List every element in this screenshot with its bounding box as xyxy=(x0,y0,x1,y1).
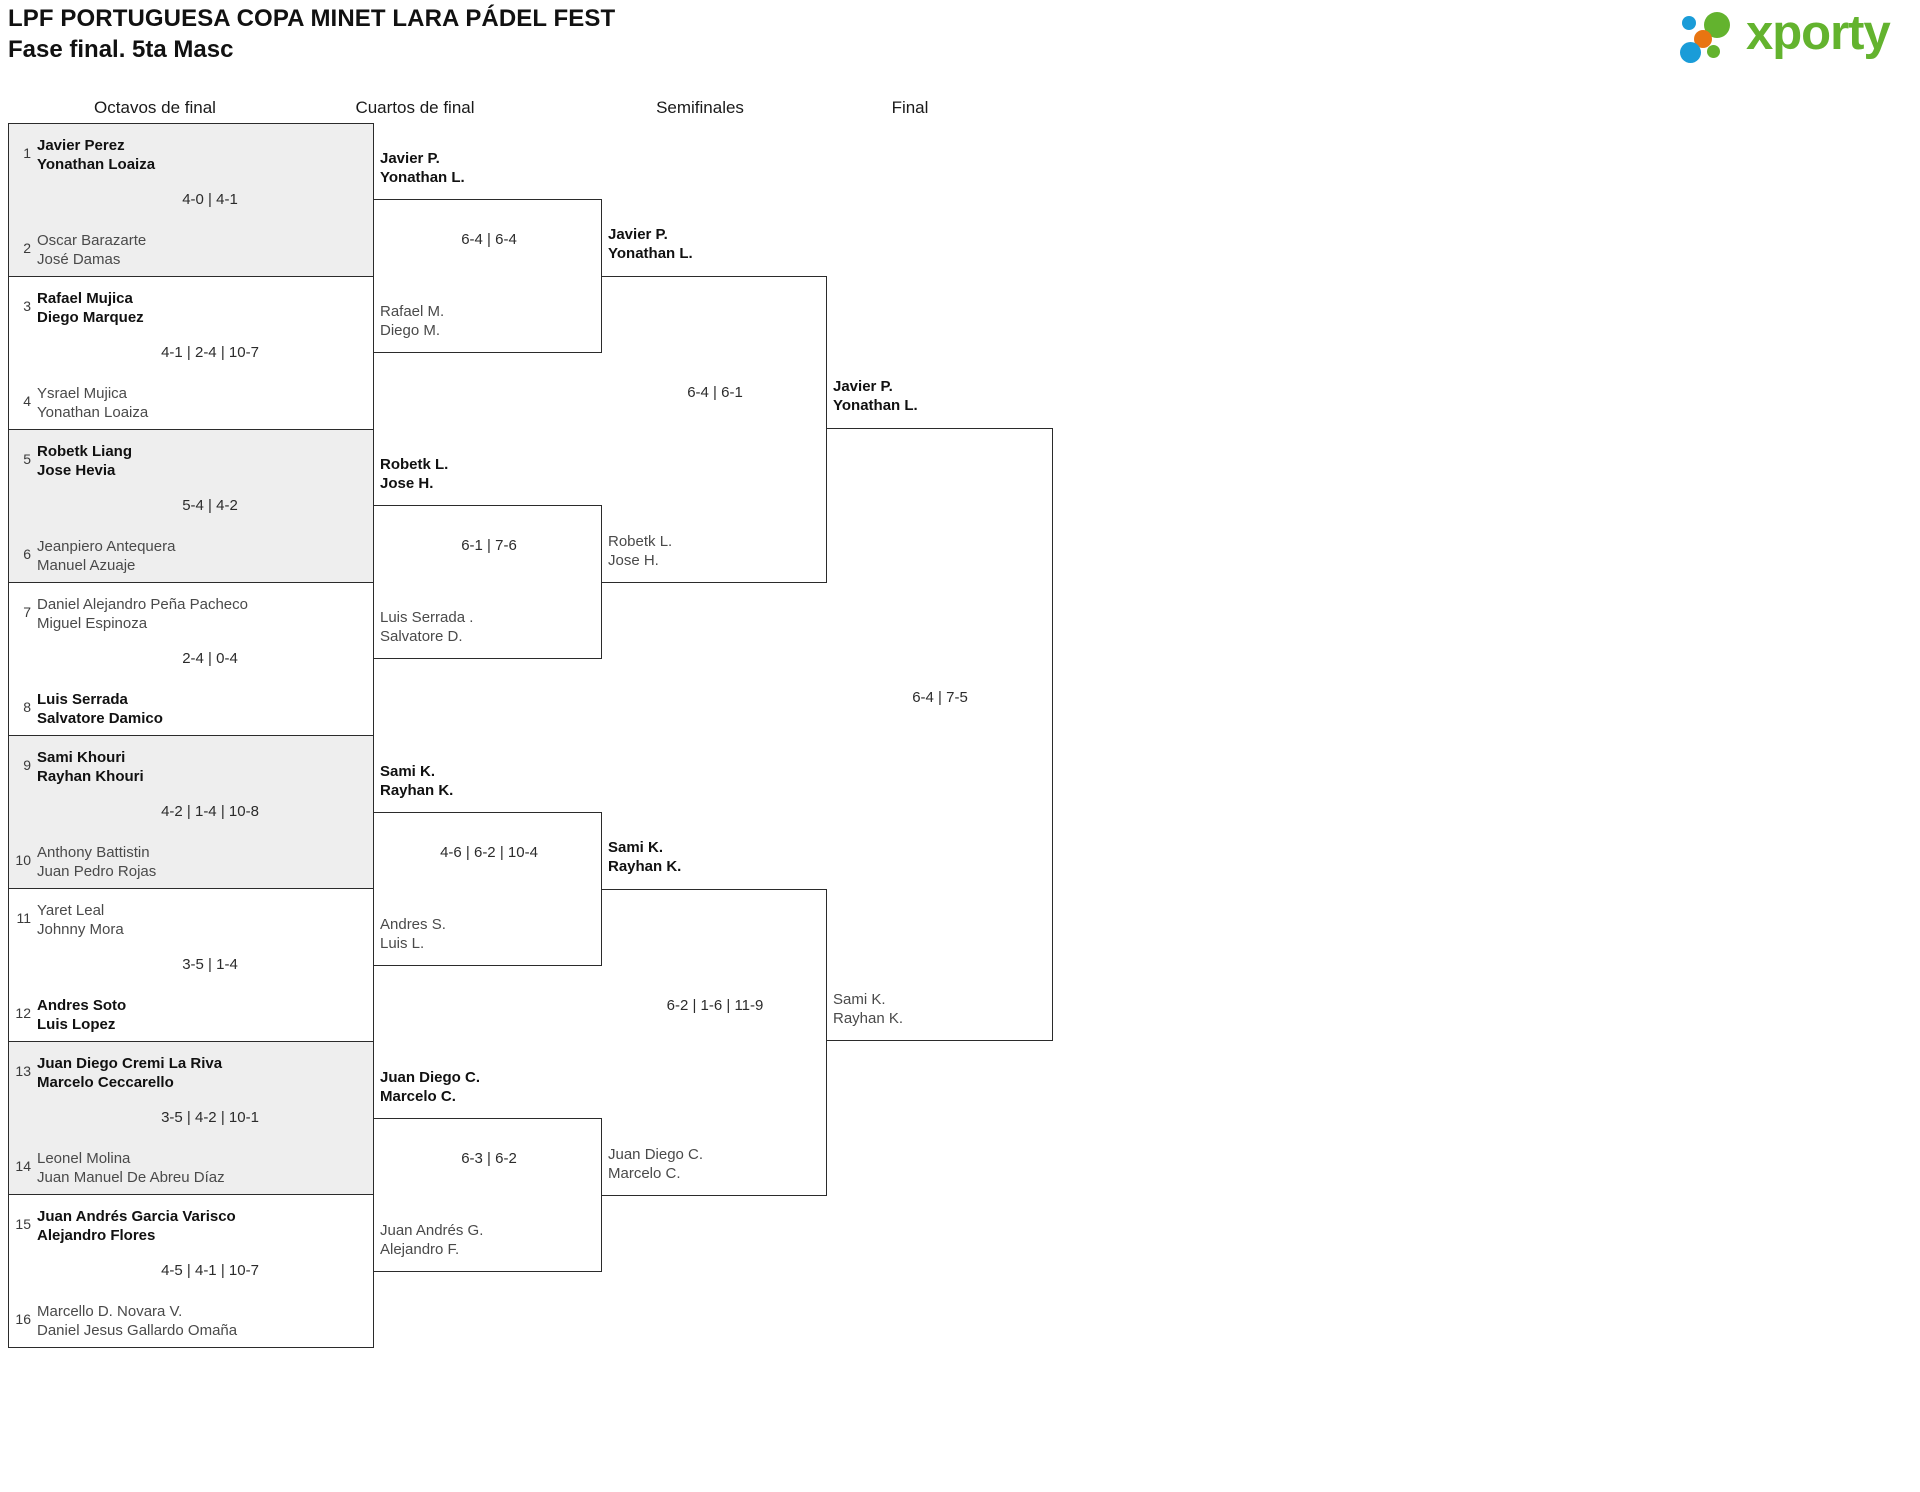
team-bottom: Rafael M.Diego M. xyxy=(380,303,445,339)
seed-number: 8 xyxy=(23,699,31,715)
round-header-cuartos: Cuartos de final xyxy=(355,98,475,117)
team-bottom: Juan Diego C.Marcelo C. xyxy=(608,1146,704,1182)
logo-dot-blue-small xyxy=(1682,16,1696,30)
match-r2-1[interactable]: Javier P.Yonathan L. 6-4 | 6-4 Rafael M.… xyxy=(374,150,602,353)
match-score: 4-0 | 4-1 xyxy=(182,191,238,208)
logo-dot-green-small xyxy=(1707,45,1720,58)
team-bottom: Sami K.Rayhan K. xyxy=(833,991,904,1027)
seed-number: 6 xyxy=(23,546,31,562)
seed-number: 2 xyxy=(23,240,31,256)
seed-number: 10 xyxy=(15,852,31,868)
team-top: Juan Diego C.Marcelo C. xyxy=(380,1069,481,1105)
team-top: Javier P.Yonathan L. xyxy=(380,150,465,186)
seed-number: 14 xyxy=(15,1158,31,1174)
match-score: 4-1 | 2-4 | 10-7 xyxy=(161,344,259,361)
page-subtitle: Fase final. 5ta Masc xyxy=(8,36,234,63)
logo-dots-icon xyxy=(1680,12,1744,64)
match-score: 6-4 | 6-1 xyxy=(687,384,743,401)
match-r2-3[interactable]: Sami K.Rayhan K. 4-6 | 6-2 | 10-4 Andres… xyxy=(374,763,602,966)
page-title: LPF PORTUGUESA COPA MINET LARA PÁDEL FES… xyxy=(8,5,616,32)
seed-number: 5 xyxy=(23,451,31,467)
team-bottom: Juan Andrés G.Alejandro F. xyxy=(380,1222,484,1258)
xporty-logo: xporty xyxy=(1680,6,1904,66)
round-header-semifinales: Semifinales xyxy=(656,98,744,117)
seed-number: 13 xyxy=(15,1063,31,1079)
match-score: 5-4 | 4-2 xyxy=(182,497,238,514)
round-header-octavos: Octavos de final xyxy=(94,98,216,117)
team-bottom: Marcello D. Novara V.Daniel Jesus Gallar… xyxy=(37,1303,238,1339)
team-bottom: Andres S.Luis L. xyxy=(380,916,446,952)
logo-dot-blue-large xyxy=(1680,42,1701,63)
match-score: 3-5 | 4-2 | 10-1 xyxy=(161,1109,259,1126)
logo-dot-orange xyxy=(1694,30,1712,48)
round-header-final: Final xyxy=(891,98,929,117)
seed-number: 4 xyxy=(23,393,31,409)
seed-number: 9 xyxy=(23,757,31,773)
seed-number: 11 xyxy=(16,910,31,926)
match-score: 4-5 | 4-1 | 10-7 xyxy=(161,1262,259,1279)
team-bottom: Luis Serrada .Salvatore D. xyxy=(380,609,474,645)
match-r2-4[interactable]: Juan Diego C.Marcelo C. 6-3 | 6-2 Juan A… xyxy=(374,1069,602,1272)
seed-number: 12 xyxy=(15,1005,31,1021)
match-score: 6-4 | 6-4 xyxy=(461,231,517,248)
seed-number: 3 xyxy=(23,298,31,314)
match-score: 6-2 | 1-6 | 11-9 xyxy=(666,997,764,1014)
match-score: 6-1 | 7-6 xyxy=(461,537,517,554)
match-r2-2[interactable]: Robetk L.Jose H. 6-1 | 7-6 Luis Serrada … xyxy=(374,456,602,659)
seed-number: 15 xyxy=(15,1216,31,1232)
match-score: 6-3 | 6-2 xyxy=(461,1150,517,1167)
match-score: 2-4 | 0-4 xyxy=(182,650,238,667)
match-score: 4-6 | 6-2 | 10-4 xyxy=(440,844,538,861)
team-top: Sami K.Rayhan K. xyxy=(608,839,682,875)
match-r3-1[interactable]: Javier P.Yonathan L. 6-4 | 6-1 Robetk L.… xyxy=(602,226,827,583)
logo-wordmark: xporty xyxy=(1746,6,1891,60)
team-top: Sami K.Rayhan K. xyxy=(380,763,454,799)
seed-number: 7 xyxy=(23,604,31,620)
match-r4-1[interactable]: Javier P.Yonathan L. 6-4 | 7-5 Sami K.Ra… xyxy=(827,378,1053,1041)
team-top: Javier P.Yonathan L. xyxy=(608,226,693,262)
match-r3-2[interactable]: Sami K.Rayhan K. 6-2 | 1-6 | 11-9 Juan D… xyxy=(602,839,827,1196)
match-score: 4-2 | 1-4 | 10-8 xyxy=(161,803,259,820)
seed-number: 1 xyxy=(23,145,31,161)
team-bottom: Robetk L.Jose H. xyxy=(608,533,673,569)
match-score: 6-4 | 7-5 xyxy=(912,689,968,706)
seed-number: 16 xyxy=(15,1311,31,1327)
match-score: 3-5 | 1-4 xyxy=(182,956,238,973)
team-top: Robetk L.Jose H. xyxy=(380,456,449,492)
team-top: Javier P.Yonathan L. xyxy=(833,378,918,414)
